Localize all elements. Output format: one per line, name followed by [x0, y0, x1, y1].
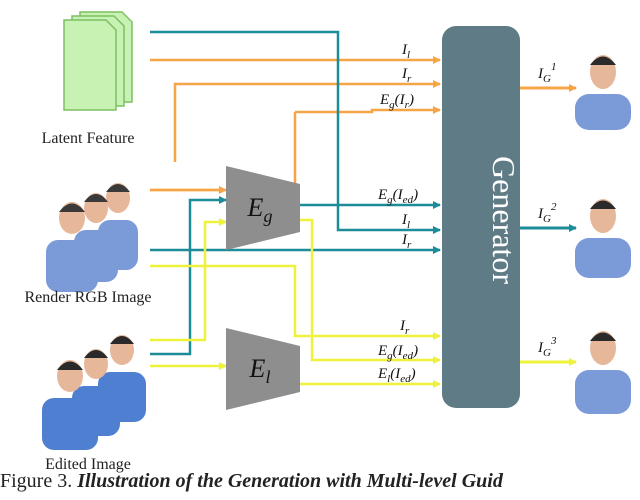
- output-portrait-2: [575, 199, 631, 278]
- edited-image-label: Edited Image: [45, 456, 131, 473]
- signal-label-el-ied: El(Ied): [377, 366, 416, 385]
- signal-label-il-1: Il: [401, 42, 410, 61]
- figure-caption: Figure 3. Illustration of the Generation…: [0, 470, 640, 500]
- signal-label-ir-3: Ir: [399, 318, 410, 337]
- connector-edited-to-eg-teal: [150, 196, 227, 356]
- light-encoder: [226, 328, 300, 410]
- connector-eg-render-to-generator-head: [295, 106, 441, 114]
- geometry-encoder: [226, 166, 300, 250]
- connector-eg-to-generator-ed: [300, 218, 441, 364]
- connector-latent-teal-to-generator: [150, 30, 441, 234]
- generator-label: Generator: [486, 156, 522, 284]
- signal-label-eg-ied-3: Eg(Ied): [377, 343, 418, 362]
- signal-label-eg-ied-2: Eg(Ied): [377, 187, 418, 206]
- signal-label-eg-ir: Eg(Ir): [379, 92, 414, 111]
- signal-label-ir-2: Ir: [401, 232, 412, 251]
- edited-image-stack: [42, 335, 146, 450]
- output-label-1: IG1: [537, 61, 556, 85]
- output-portrait-3: [575, 331, 631, 414]
- generator-block: [442, 26, 520, 408]
- caption-text: Illustration of the Generation with Mult…: [77, 470, 503, 492]
- signal-label-ir-1: Ir: [401, 66, 412, 85]
- caption-prefix: Figure 3.: [0, 470, 73, 492]
- connectors-group2: [150, 30, 441, 356]
- output-portrait-1: [575, 55, 631, 130]
- connectors-group3: [150, 218, 441, 388]
- latent-feature-label: Latent Feature: [42, 130, 135, 147]
- output-label-3: IG3: [537, 335, 557, 359]
- render-rgb-label: Render RGB Image: [24, 289, 151, 306]
- geometry-encoder-label: Eg: [247, 193, 273, 226]
- output-label-2: IG2: [537, 201, 557, 225]
- connector-render-to-generator-ir3: [150, 264, 441, 340]
- signal-label-il-2: Il: [401, 212, 410, 231]
- render-image-stack: [46, 183, 138, 292]
- light-encoder-label: El: [249, 354, 271, 387]
- connector-edited-to-eg-yellow: [150, 218, 227, 342]
- connector-latent-to-generator-ir: [173, 80, 441, 162]
- connectors-group1: [150, 56, 441, 194]
- latent-feature-stack: [63, 11, 133, 111]
